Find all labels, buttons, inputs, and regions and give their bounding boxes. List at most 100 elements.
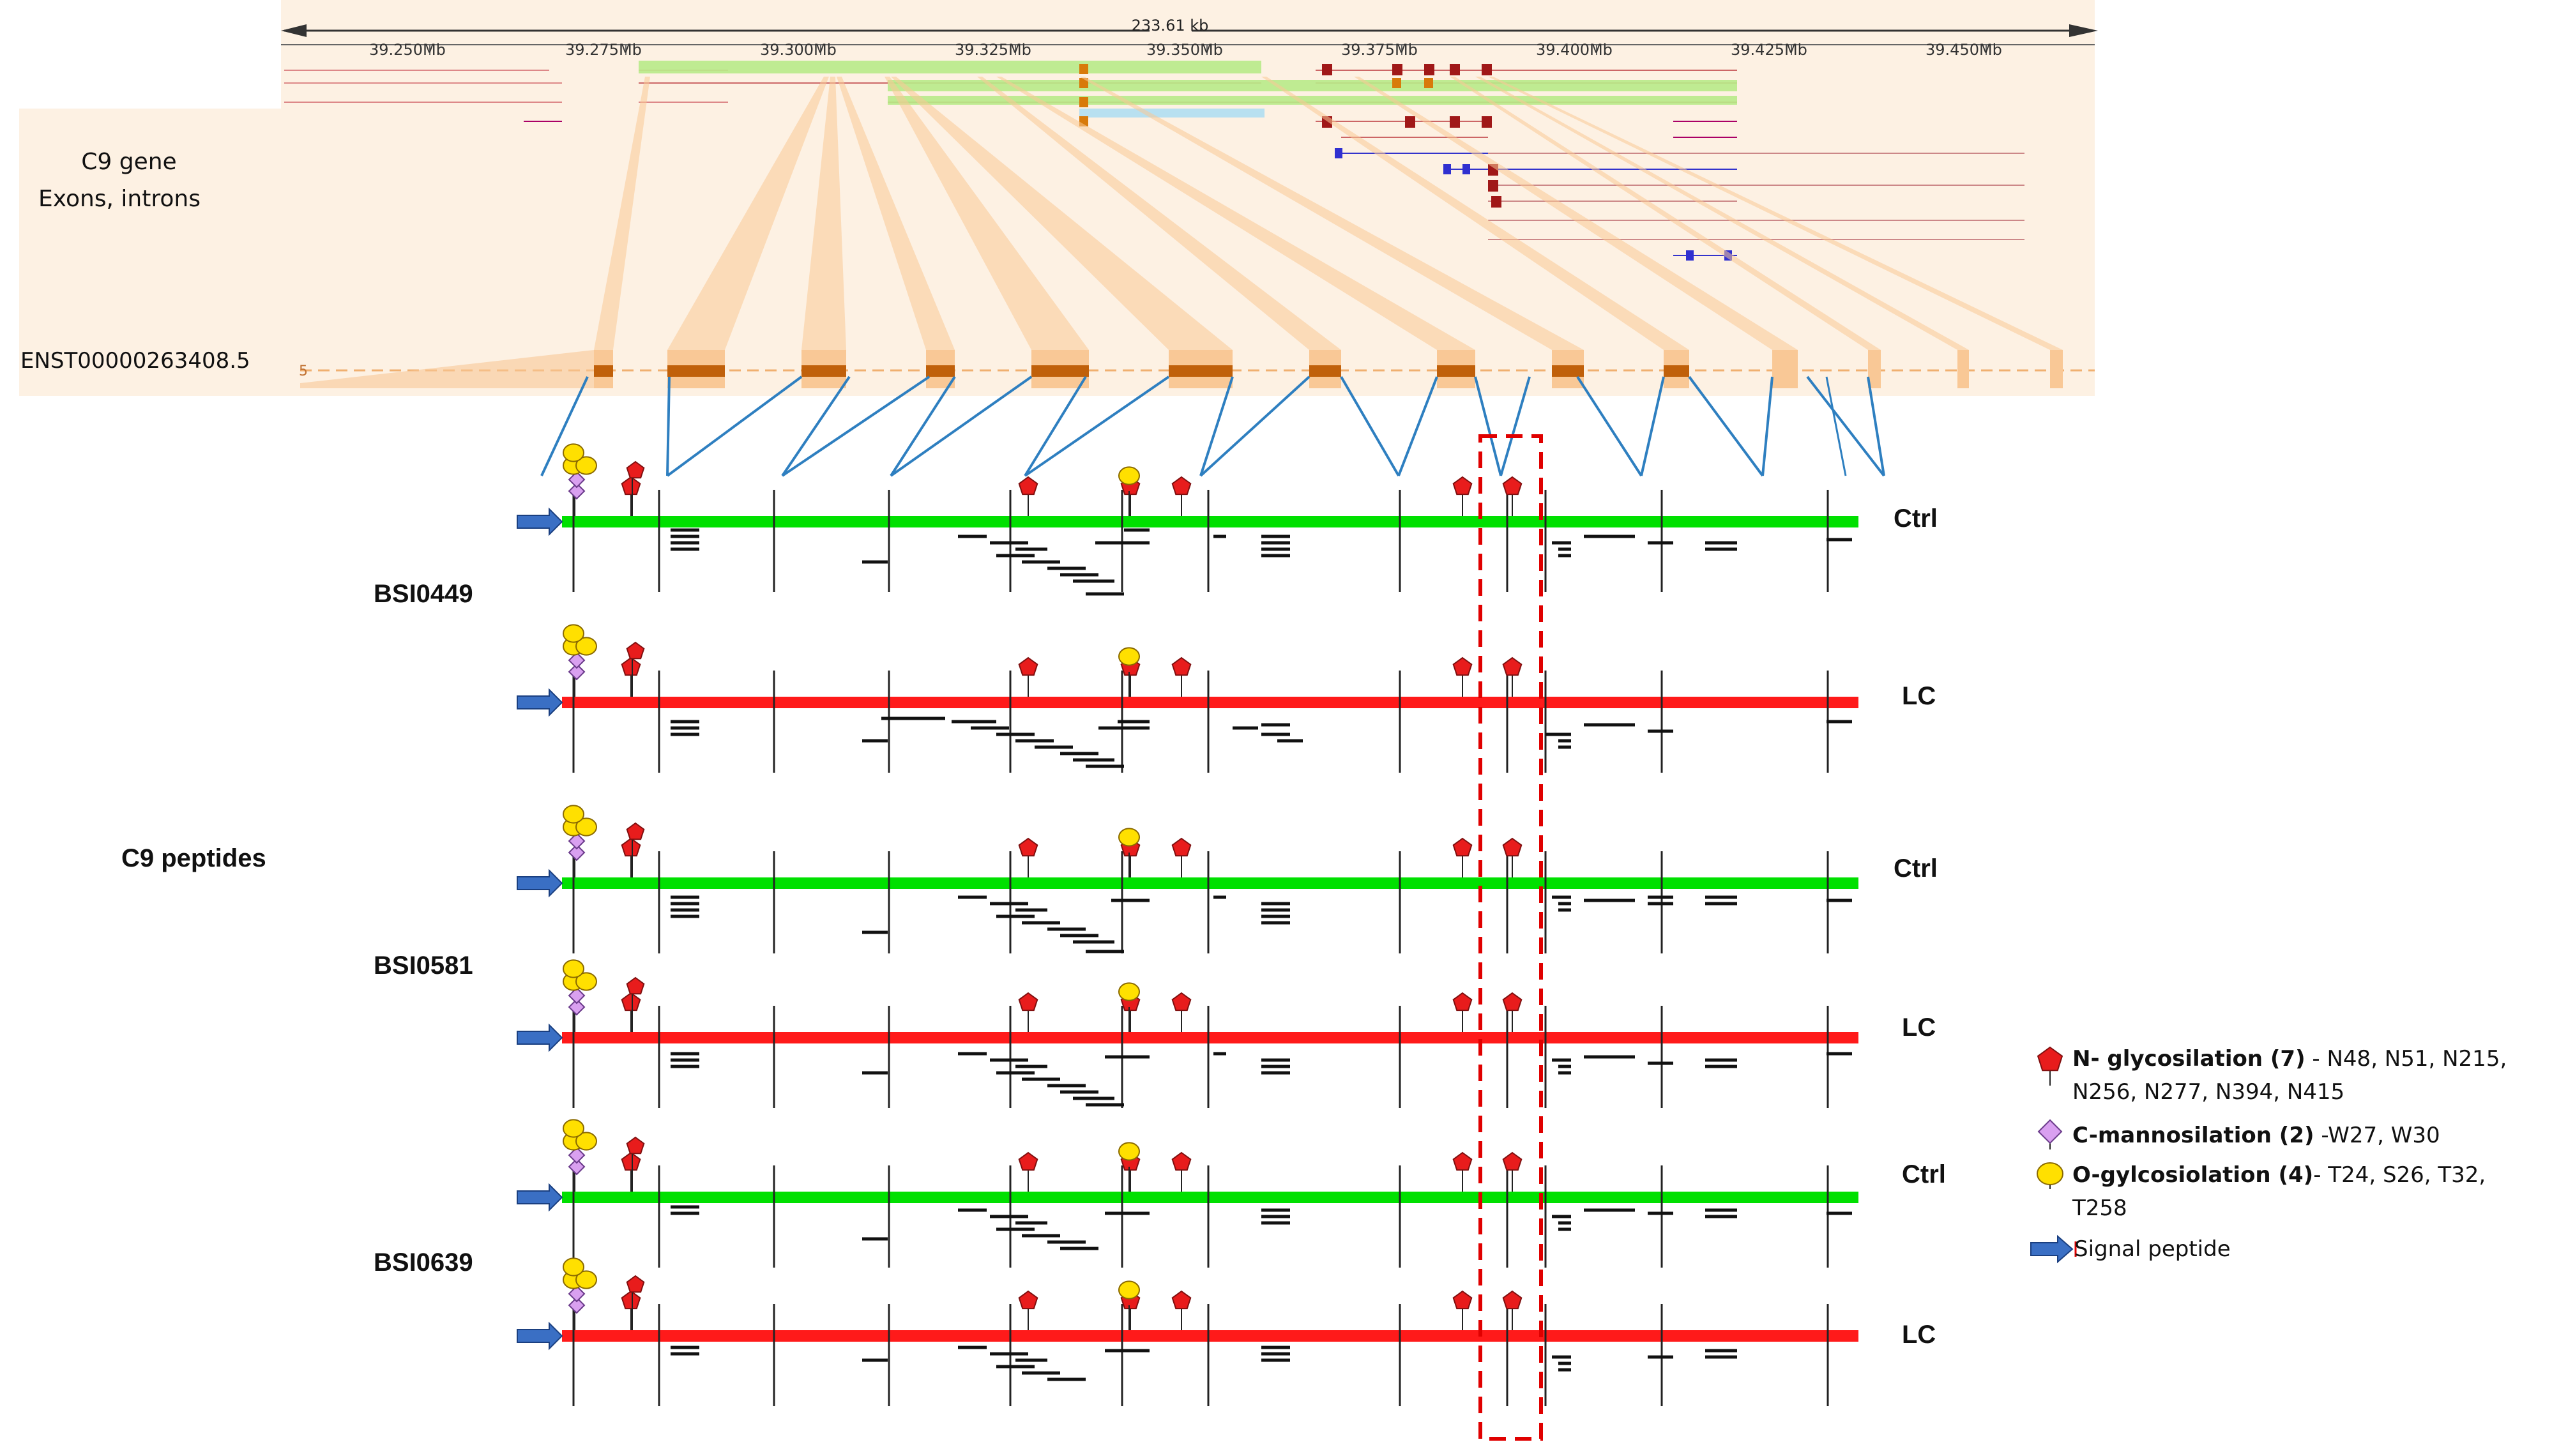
condition-label: LC	[1902, 1013, 1936, 1042]
transcript-exon-core	[594, 365, 613, 377]
axis-tick-label: 39.375Mb	[1341, 41, 1418, 59]
peptide-track-bar	[562, 1192, 1858, 1203]
n-glycosylation-icon	[1018, 992, 1038, 1012]
n-glycosylation-icon	[1502, 1290, 1523, 1310]
transcript-exon-core	[1664, 365, 1689, 377]
exon-mark	[1392, 64, 1402, 75]
exon-mark	[1405, 116, 1415, 128]
connector-line	[890, 375, 1033, 477]
transcript-exon-core	[801, 365, 846, 377]
condition-label: LC	[1902, 1321, 1936, 1349]
c-mannosylation-icon	[568, 832, 586, 850]
exon-mark	[1482, 116, 1492, 128]
o-glycosylation-icon	[575, 456, 597, 475]
c-mannosylation-icon	[568, 663, 586, 681]
span-label: 233.61 kb	[1132, 17, 1209, 34]
sample-label: BSI0639	[374, 1248, 473, 1277]
connector-line	[1806, 375, 1885, 477]
connector-line	[666, 375, 803, 477]
n-glycosylation-icon	[1502, 476, 1523, 496]
n-glycosylation-icon	[2037, 1046, 2063, 1072]
exon-mark	[1686, 250, 1694, 261]
exon-mark	[1462, 164, 1470, 174]
n-glycosylation-icon	[621, 656, 641, 676]
c-mannosylation-icon	[568, 1285, 586, 1303]
c-mannosylation-icon	[568, 1146, 586, 1164]
n-glycosylation-icon	[1171, 837, 1192, 857]
axis-tick-label: 39.350Mb	[1146, 41, 1223, 59]
transcript-exon-core	[1031, 365, 1089, 377]
exon-fan	[996, 77, 1475, 350]
o-glycosylation-icon	[575, 637, 597, 656]
o-glycosylation-icon	[575, 1270, 597, 1289]
legend-n-glycosylation: N- glycosilation (7) - N48, N51, N215, N…	[2072, 1042, 2507, 1109]
o-glycosylation-icon	[1118, 466, 1140, 485]
gene-label-line2: Exons, introns	[38, 186, 201, 212]
n-glycosylation-icon	[626, 1275, 645, 1293]
connector-line	[666, 376, 671, 476]
exon-mark	[1482, 64, 1492, 75]
legend-o-glyco-sites: - T24, S26, T32,	[2313, 1162, 2486, 1188]
n-glycosylation-icon	[626, 822, 645, 840]
c-mannosylation-icon	[568, 1158, 586, 1176]
signal-peptide-arrow	[517, 1321, 563, 1351]
exon-fan	[300, 350, 594, 388]
exon-block	[639, 61, 1261, 73]
c-mannosylation-icon	[568, 1296, 586, 1314]
condition-label: Ctrl	[1894, 504, 1938, 533]
connector-line	[781, 375, 930, 477]
o-glycosylation-icon	[1118, 982, 1140, 1001]
connector-line	[1500, 376, 1531, 476]
o-glycosylation-icon	[575, 1132, 597, 1151]
connector-line	[1397, 376, 1438, 476]
exon-block	[1079, 109, 1265, 118]
o-glycosylation-icon	[563, 624, 584, 643]
legend-o-glyco-title: O-gylcosiolation (4)	[2072, 1162, 2314, 1188]
transcript-exon	[1868, 350, 1881, 388]
n-glycosylation-icon	[1452, 992, 1473, 1012]
highlight-box	[1478, 434, 1543, 1441]
exon-mark	[1488, 180, 1498, 192]
o-glycosylation-icon	[575, 972, 597, 991]
n-glycosylation-icon	[1502, 1151, 1523, 1171]
exon-fan	[1354, 77, 1798, 350]
gene-label-line1: C9 gene	[81, 149, 177, 175]
exon-fan	[1488, 77, 2063, 350]
legend-c-mann-sites: -W27, W30	[2314, 1123, 2440, 1148]
legend-icons	[2030, 1046, 2077, 1264]
signal-peptide-arrow	[517, 1023, 563, 1052]
n-glycosylation-icon	[621, 1290, 641, 1310]
sample-label: BSI0581	[374, 952, 473, 980]
exon-mark	[1424, 64, 1434, 75]
o-glycosylation-icon	[563, 1119, 584, 1138]
exon-fan	[891, 77, 1233, 350]
condition-label: LC	[1902, 682, 1936, 710]
connector-line	[1199, 376, 1234, 476]
exon-fan	[594, 77, 650, 350]
exon-mark	[1443, 164, 1451, 174]
o-glycosylation-icon	[1118, 1280, 1140, 1300]
axis-tick-label: 39.450Mb	[1925, 41, 2002, 59]
transcript-exon-core	[1552, 365, 1584, 377]
exon-mark	[1335, 148, 1342, 158]
n-glycosylation-icon	[1171, 1151, 1192, 1171]
legend-c-mannosylation: C-mannosilation (2) -W27, W30	[2072, 1119, 2440, 1152]
n-glycosylation-icon	[621, 476, 641, 496]
transcript-exon-core	[1169, 365, 1233, 377]
transcript-exon-core	[667, 365, 725, 377]
peptide-track-bar	[562, 516, 1858, 527]
legend-n-glyco-title: N- glycosilation (7)	[2072, 1046, 2305, 1072]
legend-signal-arrow	[2030, 1234, 2074, 1264]
exon-fan	[885, 77, 1089, 350]
n-glycosylation-icon	[1171, 656, 1192, 676]
transcript-id: ENST00000263408.5	[20, 348, 250, 374]
c-mannosylation-icon	[568, 844, 586, 861]
exon-fan	[667, 77, 829, 350]
n-glycosylation-icon	[626, 641, 645, 660]
n-glycosylation-icon	[626, 976, 645, 995]
connector-line	[1825, 376, 1847, 476]
exon-fan	[1450, 77, 1881, 350]
n-glycosylation-icon	[1018, 837, 1038, 857]
n-glycosylation-icon	[621, 1151, 641, 1171]
o-glycosylation-icon	[563, 805, 584, 824]
